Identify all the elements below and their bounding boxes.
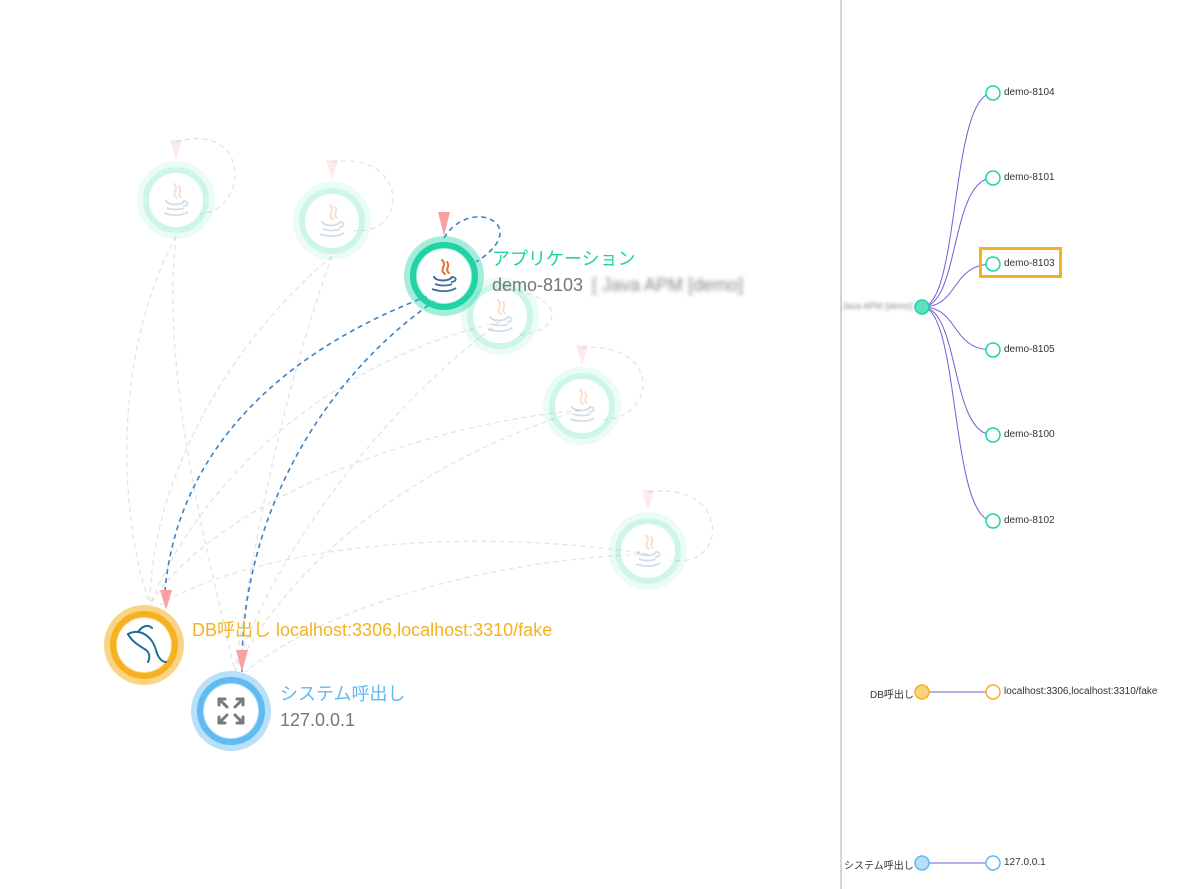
active-edges <box>163 216 501 673</box>
tree-system-label[interactable]: システム呼出し <box>844 861 914 872</box>
tree-root-label: Java APM [demo] <box>842 301 913 311</box>
alert-marker <box>160 590 172 610</box>
tree-label-demo-8103[interactable]: demo-8103 <box>1004 258 1055 269</box>
faded-app-node-1[interactable] <box>137 140 215 239</box>
tree-node-demo-8103[interactable] <box>985 256 1001 272</box>
tree-db-child-node[interactable] <box>985 684 1001 700</box>
alert-marker <box>438 212 450 236</box>
system-node-title: システム呼出し <box>280 684 406 704</box>
app-node-name: demo-8103 <box>492 275 584 295</box>
tree-node-demo-8100[interactable] <box>985 427 1001 443</box>
tree-system-child-node[interactable] <box>985 855 1001 871</box>
tree-root-node[interactable] <box>914 299 930 315</box>
system-node-address: 127.0.0.1 <box>280 710 356 730</box>
tree-db-node[interactable] <box>914 684 930 700</box>
edge-app-self-loop <box>443 216 501 263</box>
tree-system-node[interactable] <box>914 855 930 871</box>
mysql-dolphin-icon <box>127 624 167 663</box>
app-node-demo-8103[interactable] <box>404 212 484 316</box>
tree-label-demo-8104[interactable]: demo-8104 <box>1004 87 1055 98</box>
tree-node-demo-8105[interactable] <box>985 342 1001 358</box>
system-node[interactable] <box>191 650 271 751</box>
faded-app-node-3[interactable] <box>461 277 539 355</box>
expand-arrows-icon <box>217 697 245 725</box>
tree-system-child-label[interactable]: 127.0.0.1 <box>1004 857 1046 868</box>
tree-panel <box>914 85 1001 871</box>
tree-links <box>921 92 994 864</box>
faded-app-node-2[interactable] <box>293 160 371 260</box>
app-node-name-suffix: [ Java APM [demo] <box>592 275 744 295</box>
tree-label-demo-8101[interactable]: demo-8101 <box>1004 172 1055 183</box>
selected-node-highlight <box>979 247 1062 278</box>
tree-label-demo-8105[interactable]: demo-8105 <box>1004 344 1055 355</box>
db-node-label: DB呼出し localhost:3306,localhost:3310/fake <box>192 620 553 640</box>
faded-edges <box>126 138 714 673</box>
tree-db-label[interactable]: DB呼出し <box>870 690 914 701</box>
edge-app-to-db <box>163 295 429 606</box>
tree-node-demo-8104[interactable] <box>985 85 1001 101</box>
panel-divider[interactable] <box>840 0 842 889</box>
tree-label-demo-8102[interactable]: demo-8102 <box>1004 515 1055 526</box>
tree-label-demo-8100[interactable]: demo-8100 <box>1004 429 1055 440</box>
tree-db-child-label[interactable]: localhost:3306,localhost:3310/fake <box>1004 686 1158 697</box>
topology-graph[interactable] <box>0 0 840 889</box>
tree-node-demo-8102[interactable] <box>985 513 1001 529</box>
edge-app-to-system <box>241 299 437 673</box>
alert-marker <box>236 650 248 672</box>
db-node[interactable] <box>104 590 184 685</box>
app-node-title: アプリケーション <box>492 249 636 269</box>
faded-app-node-5[interactable] <box>609 490 687 590</box>
tree-node-demo-8101[interactable] <box>985 170 1001 186</box>
faded-app-node-4[interactable] <box>543 345 621 445</box>
